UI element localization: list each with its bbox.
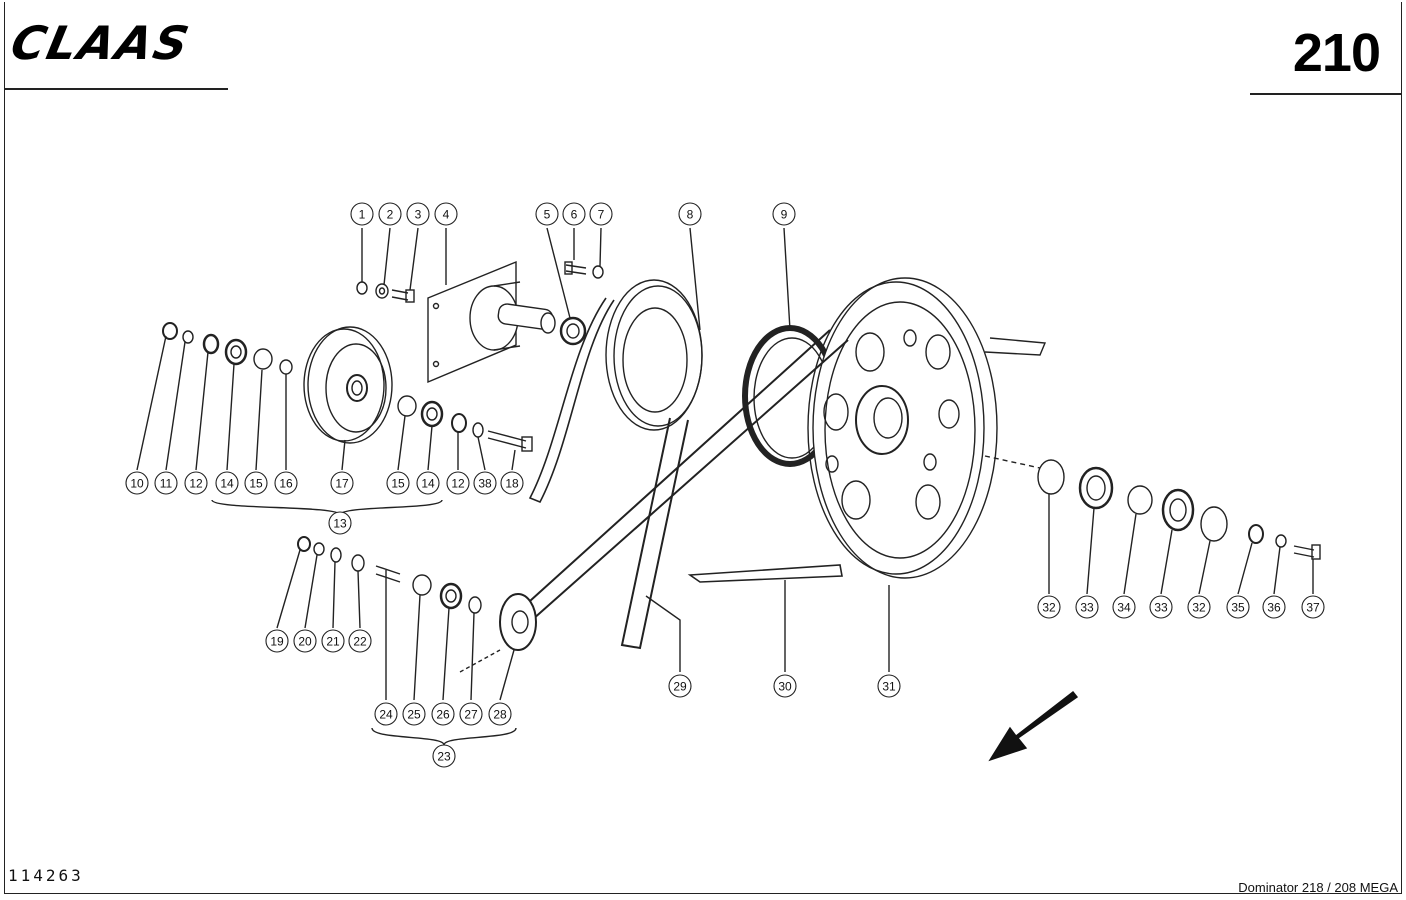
callout-14: 14 xyxy=(416,471,440,495)
callout-15: 15 xyxy=(386,471,410,495)
callout-36: 36 xyxy=(1262,595,1286,619)
callout-6: 6 xyxy=(562,202,586,226)
callout-label: 18 xyxy=(505,477,519,491)
callout-9: 9 xyxy=(772,202,796,226)
page-frame xyxy=(4,2,1402,894)
callout-23: 23 xyxy=(432,744,456,768)
callout-37: 37 xyxy=(1301,595,1325,619)
callout-27: 27 xyxy=(459,702,483,726)
callout-label: 10 xyxy=(130,477,144,491)
pulley-8 xyxy=(528,279,703,504)
callout-label: 20 xyxy=(298,635,312,649)
callout-label: 38 xyxy=(478,477,492,491)
callout-25: 25 xyxy=(402,702,426,726)
callout-29: 29 xyxy=(668,674,692,698)
callout-7: 7 xyxy=(589,202,613,226)
callout-5: 5 xyxy=(535,202,559,226)
callout-1: 1 xyxy=(350,202,374,226)
callout-label: 17 xyxy=(335,477,349,491)
callout-label: 19 xyxy=(270,635,284,649)
callout-20: 20 xyxy=(293,629,317,653)
callout-38: 38 xyxy=(473,471,497,495)
callout-13: 13 xyxy=(328,511,352,535)
callout-label: 12 xyxy=(189,477,203,491)
callout-label: 29 xyxy=(673,680,687,694)
callout-32: 32 xyxy=(1037,595,1061,619)
callout-26: 26 xyxy=(431,702,455,726)
callout-30: 30 xyxy=(773,674,797,698)
callout-label: 2 xyxy=(387,208,394,222)
callout-label: 22 xyxy=(353,635,367,649)
callout-17: 17 xyxy=(330,471,354,495)
callout-18: 18 xyxy=(500,471,524,495)
main-pulley-31 xyxy=(807,277,1047,579)
callout-label: 14 xyxy=(421,477,435,491)
callout-label: 14 xyxy=(220,477,234,491)
callout-label: 3 xyxy=(415,208,422,222)
callout-label: 6 xyxy=(571,208,578,222)
logo-underline xyxy=(4,88,228,90)
callout-21: 21 xyxy=(321,629,345,653)
callout-15: 15 xyxy=(244,471,268,495)
callout-label: 11 xyxy=(160,477,173,491)
callout-label: 31 xyxy=(882,680,896,694)
callout-4: 4 xyxy=(434,202,458,226)
callout-35: 35 xyxy=(1226,595,1250,619)
callout-label: 15 xyxy=(391,477,405,491)
callout-16: 16 xyxy=(274,471,298,495)
callout-label: 26 xyxy=(436,708,450,722)
callout-34: 34 xyxy=(1112,595,1136,619)
callout-10: 10 xyxy=(125,471,149,495)
page-number: 210 xyxy=(1292,23,1381,83)
callout-label: 4 xyxy=(443,208,450,222)
callout-33: 33 xyxy=(1075,595,1099,619)
callout-label: 23 xyxy=(437,750,451,764)
callout-label: 24 xyxy=(379,708,393,722)
callout-19: 19 xyxy=(265,629,289,653)
callout-label: 32 xyxy=(1042,601,1056,615)
callout-label: 16 xyxy=(279,477,293,491)
callout-label: 13 xyxy=(333,517,347,531)
callout-24: 24 xyxy=(374,702,398,726)
callout-22: 22 xyxy=(348,629,372,653)
callout-31: 31 xyxy=(877,674,901,698)
callout-label: 28 xyxy=(493,708,507,722)
callout-12: 12 xyxy=(184,471,208,495)
callout-label: 30 xyxy=(778,680,792,694)
callout-label: 33 xyxy=(1154,601,1168,615)
callout-label: 15 xyxy=(249,477,263,491)
callout-2: 2 xyxy=(378,202,402,226)
callout-label: 33 xyxy=(1080,601,1094,615)
mounting-plate xyxy=(427,260,556,384)
callout-label: 36 xyxy=(1267,601,1281,615)
callout-label: 7 xyxy=(598,208,605,222)
callout-label: 5 xyxy=(544,208,551,222)
page-number-underline xyxy=(1250,93,1402,95)
callout-label: 8 xyxy=(687,208,694,222)
callout-label: 1 xyxy=(359,208,366,222)
callout-label: 9 xyxy=(781,208,788,222)
callout-label: 35 xyxy=(1231,601,1245,615)
callout-28: 28 xyxy=(488,702,512,726)
callout-label: 37 xyxy=(1306,601,1320,615)
callout-label: 21 xyxy=(326,635,340,649)
callout-label: 34 xyxy=(1117,601,1131,615)
callout-8: 8 xyxy=(678,202,702,226)
callout-label: 25 xyxy=(407,708,421,722)
model-label: Dominator 218 / 208 MEGA xyxy=(1238,880,1398,895)
callout-14: 14 xyxy=(215,471,239,495)
callout-label: 12 xyxy=(451,477,465,491)
callout-3: 3 xyxy=(406,202,430,226)
idler-pulley-17 xyxy=(303,326,393,444)
drawing-number: 114263 xyxy=(8,866,84,885)
callout-label: 27 xyxy=(464,708,478,722)
callout-32: 32 xyxy=(1187,595,1211,619)
callout-12: 12 xyxy=(446,471,470,495)
callout-33: 33 xyxy=(1149,595,1173,619)
callout-11: 11 xyxy=(154,471,178,495)
callout-label: 32 xyxy=(1192,601,1206,615)
